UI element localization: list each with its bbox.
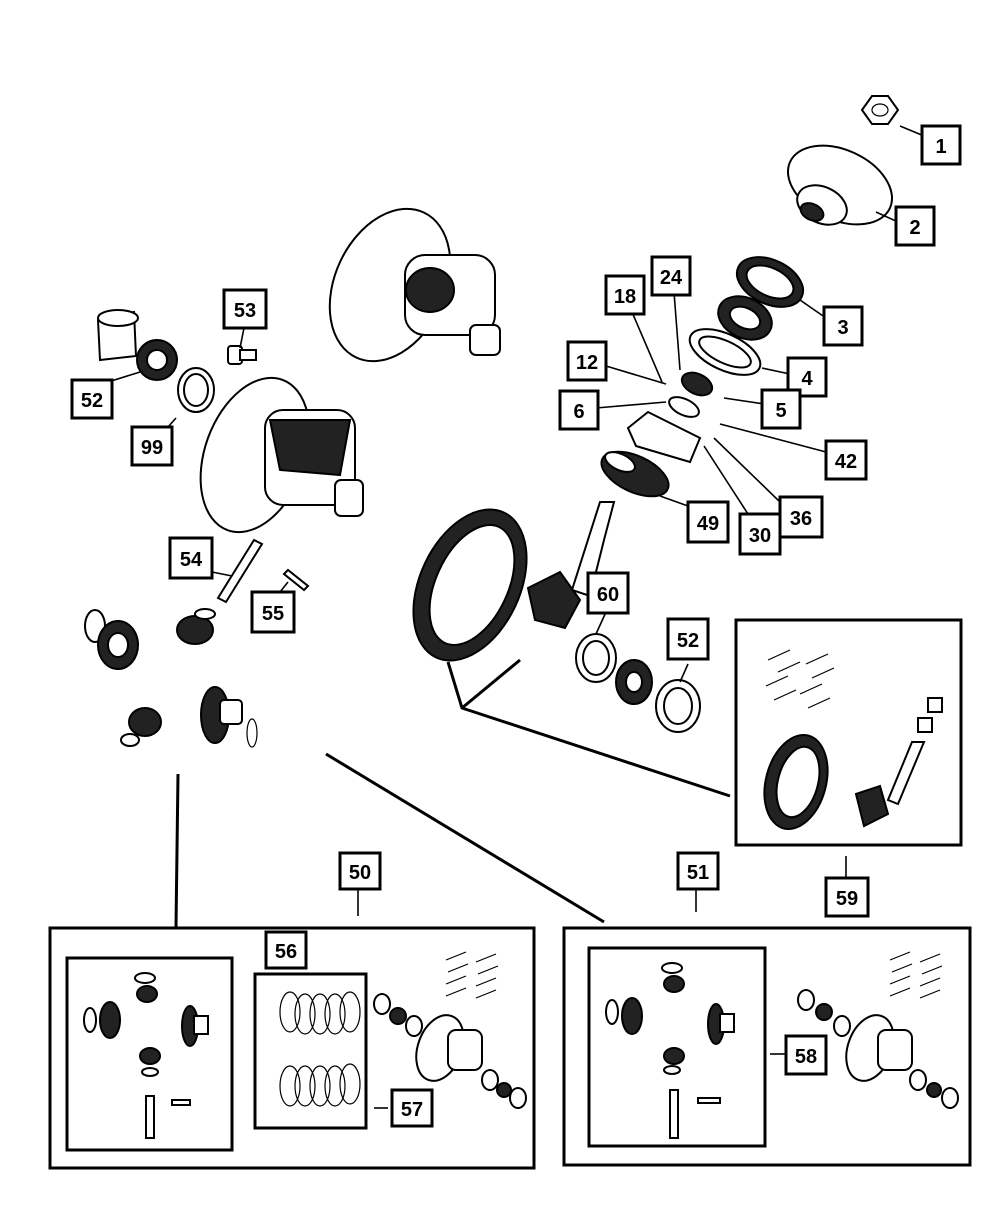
svg-text:2: 2 (909, 217, 920, 239)
callout-58: 58 (784, 1034, 828, 1076)
svg-text:57: 57 (401, 1099, 423, 1121)
svg-text:4: 4 (801, 368, 813, 390)
callout-60: 60 (586, 571, 630, 615)
kit-59-contents (763, 649, 943, 831)
callout-4: 4 (786, 356, 828, 398)
differential-case-lower (199, 376, 364, 534)
kit-50-contents (83, 951, 527, 1139)
differential-case-upper (328, 207, 501, 363)
callout-49: 49 (686, 500, 730, 544)
kit-59-frame (734, 618, 963, 847)
pinion-seal (735, 256, 805, 308)
callout-53: 53 (222, 288, 268, 330)
kit-51-frame (562, 926, 972, 1167)
small-washers (668, 371, 714, 418)
callout-1: 1 (920, 124, 962, 166)
callout-18: 18 (604, 274, 646, 316)
callout-5: 5 (760, 388, 802, 430)
side-gears (84, 608, 258, 748)
bearing-cup (688, 328, 762, 376)
svg-text:24: 24 (660, 267, 683, 289)
callout-12: 12 (566, 340, 608, 382)
side-bearing-left (96, 309, 215, 413)
svg-text:42: 42 (835, 451, 857, 473)
svg-text:6: 6 (573, 401, 584, 423)
svg-text:5: 5 (775, 400, 786, 422)
svg-text:53: 53 (234, 300, 256, 322)
svg-text:1: 1 (935, 136, 946, 158)
callout-52-left: 52 (70, 378, 114, 420)
svg-text:55: 55 (262, 603, 284, 625)
front-pinion-bearing (717, 295, 773, 341)
svg-text:36: 36 (790, 508, 812, 530)
callout-55: 55 (250, 590, 296, 634)
callout-99: 99 (130, 425, 174, 467)
callout-52-right: 52 (666, 617, 710, 661)
callout-57: 57 (390, 1088, 434, 1128)
svg-text:59: 59 (836, 888, 858, 910)
svg-text:58: 58 (795, 1046, 817, 1068)
pinion-bearing-lower (575, 633, 701, 733)
callout-24: 24 (650, 255, 692, 297)
nut (860, 95, 900, 125)
connector-lines (174, 658, 731, 928)
svg-text:18: 18 (614, 286, 636, 308)
callout-3: 3 (822, 305, 864, 347)
svg-text:60: 60 (597, 584, 619, 606)
svg-text:50: 50 (349, 862, 371, 884)
bolt-53 (227, 345, 257, 365)
kit-56-frame (253, 972, 368, 1130)
callout-59: 59 (824, 876, 870, 918)
cross-shaft (216, 538, 310, 604)
svg-text:54: 54 (180, 549, 203, 571)
svg-text:12: 12 (576, 352, 598, 374)
kit-51-inner-frame (587, 946, 767, 1148)
callout-51: 51 (676, 851, 720, 891)
rear-pinion-bearing (600, 450, 670, 498)
svg-text:30: 30 (749, 525, 771, 547)
svg-text:56: 56 (275, 941, 297, 963)
svg-text:51: 51 (687, 862, 709, 884)
kit-50-inner-frame (65, 956, 234, 1152)
callout-50: 50 (338, 851, 382, 891)
callout-42: 42 (824, 439, 868, 481)
callout-54: 54 (168, 536, 214, 580)
leader-lines (107, 125, 925, 1109)
kit-51-contents (605, 951, 959, 1139)
drive-pinion (526, 501, 616, 630)
callout-56: 56 (264, 930, 308, 970)
collapsible-spacer (626, 410, 702, 464)
callout-30: 30 (738, 512, 782, 556)
svg-text:49: 49 (697, 513, 719, 535)
svg-text:3: 3 (837, 317, 848, 339)
kit-50-frame (48, 926, 536, 1170)
callout-6: 6 (558, 389, 600, 431)
callout-2: 2 (894, 205, 936, 247)
pinion-flange (787, 144, 893, 226)
callout-36: 36 (778, 495, 824, 539)
ring-gear (412, 508, 528, 662)
svg-text:52: 52 (81, 390, 103, 412)
svg-text:99: 99 (141, 437, 163, 459)
svg-text:52: 52 (677, 630, 699, 652)
